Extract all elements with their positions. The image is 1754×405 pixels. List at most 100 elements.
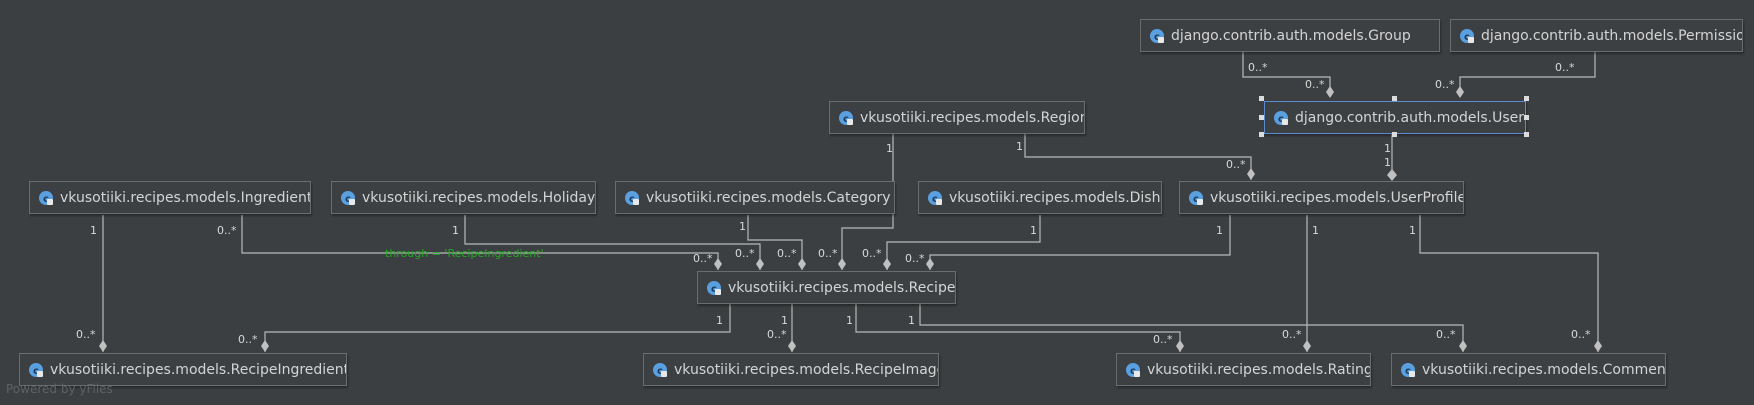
mult-label: 1: [846, 314, 853, 327]
resize-handle[interactable]: [1259, 115, 1264, 120]
python-class-icon: c: [1401, 362, 1415, 377]
diamond-recipe-ingredient: [714, 258, 722, 270]
edge-category-recipe[interactable]: [747, 215, 803, 270]
resize-handle[interactable]: [1259, 132, 1264, 137]
edge-permission-user[interactable]: [1459, 52, 1596, 92]
mult-label: 1: [781, 314, 788, 327]
mult-label: 0..*: [1436, 328, 1456, 341]
python-class-icon: c: [1126, 362, 1140, 377]
class-node-rating[interactable]: c vkusotiiki.recipes.models.Rating: [1116, 353, 1371, 386]
class-node-ingredient[interactable]: c vkusotiiki.recipes.models.Ingredient: [29, 181, 311, 214]
class-node-label: django.contrib.auth.models.Permission: [1481, 27, 1743, 44]
python-class-icon: c: [839, 110, 853, 125]
class-node-recipe[interactable]: c vkusotiiki.recipes.models.Recipe: [697, 271, 956, 304]
class-node-group[interactable]: c django.contrib.auth.models.Group: [1140, 19, 1440, 52]
edge-recipe-comment[interactable]: [919, 302, 1464, 352]
mult-label: 1: [1016, 140, 1023, 153]
mult-label: 0..*: [1571, 328, 1591, 341]
edge-recipe-rating[interactable]: [855, 302, 1181, 352]
diamond-img-recipe: [788, 340, 796, 352]
svg-text:c: c: [43, 194, 49, 205]
resize-handle[interactable]: [1524, 115, 1529, 120]
multiplicity-labels: 0..* 0..* 0..* 0..* 1 1 1 1 0..* 1 0..* …: [76, 61, 1591, 346]
edge-ingredient-recipe[interactable]: [241, 215, 719, 270]
resize-handle[interactable]: [1392, 132, 1397, 137]
through-label: through = 'RecipeIngredient': [385, 247, 544, 260]
edge-userprofile-comment[interactable]: [1419, 215, 1599, 352]
mult-label: 1: [90, 224, 97, 237]
mult-label: 0..*: [767, 328, 787, 341]
diamond-recipe-region: [838, 258, 846, 270]
mult-label: 0..*: [777, 247, 797, 260]
diamond-comment-recipe: [1459, 340, 1467, 352]
edge-region-userprofile[interactable]: [1024, 134, 1252, 180]
mult-label: 1: [1030, 224, 1037, 237]
class-node-label: vkusotiiki.recipes.models.RecipeIngredie…: [50, 361, 347, 378]
diamond-user-permission: [1456, 86, 1464, 98]
mult-label: 1: [1384, 142, 1391, 155]
svg-text:c: c: [345, 194, 351, 205]
diamond-rating-recipe: [1176, 340, 1184, 352]
class-node-label: django.contrib.auth.models.User: [1295, 109, 1525, 126]
mult-label: 0..*: [905, 252, 925, 265]
class-node-comment[interactable]: c vkusotiiki.recipes.models.Comment: [1391, 353, 1666, 386]
diamond-rating-userprofile: [1303, 340, 1311, 352]
resize-handle[interactable]: [1524, 96, 1529, 101]
python-class-icon: c: [1189, 190, 1203, 205]
mult-label: 1: [1384, 156, 1391, 169]
resize-handle[interactable]: [1259, 96, 1264, 101]
mult-label: 0..*: [1435, 78, 1455, 91]
diamond-userprofile-user: [1387, 169, 1397, 181]
svg-text:c: c: [843, 114, 849, 125]
edge-recipe-recipeingredient[interactable]: [264, 302, 731, 352]
class-node-label: vkusotiiki.recipes.models.Holiday: [362, 189, 596, 206]
class-node-label: vkusotiiki.recipes.models.Category: [646, 189, 891, 206]
edge-holiday-recipe[interactable]: [464, 215, 761, 270]
class-node-permission[interactable]: c django.contrib.auth.models.Permission: [1450, 19, 1743, 52]
mult-label: 0..*: [1282, 328, 1302, 341]
resize-handle[interactable]: [1524, 132, 1529, 137]
class-node-category[interactable]: c vkusotiiki.recipes.models.Category: [615, 181, 895, 214]
python-class-icon: c: [625, 190, 639, 205]
mult-label: 1: [1216, 224, 1223, 237]
class-node-holiday[interactable]: c vkusotiiki.recipes.models.Holiday: [331, 181, 596, 214]
diamond-ri-recipe: [261, 340, 269, 352]
mult-label: 0..*: [818, 247, 838, 260]
diamond-recipe-userprofile: [926, 258, 934, 270]
mult-label: 0..*: [1555, 61, 1575, 74]
class-node-label: vkusotiiki.recipes.models.Rating: [1147, 361, 1371, 378]
svg-text:c: c: [1130, 366, 1136, 377]
python-class-icon: c: [653, 362, 667, 377]
mult-label: 1: [1409, 224, 1416, 237]
mult-label: 1: [739, 220, 746, 233]
edge-dish-recipe[interactable]: [886, 215, 1041, 270]
svg-text:c: c: [33, 366, 39, 377]
mult-label: 1: [886, 142, 893, 155]
python-class-icon: c: [341, 190, 355, 205]
diamond-recipe-dish: [883, 258, 891, 270]
edge-group-user[interactable]: [1242, 52, 1331, 92]
class-node-dish[interactable]: c vkusotiiki.recipes.models.Dish: [918, 181, 1162, 214]
class-node-label: vkusotiiki.recipes.models.Recipe: [728, 279, 956, 296]
svg-text:c: c: [1278, 114, 1284, 125]
class-node-region[interactable]: c vkusotiiki.recipes.models.Region: [829, 101, 1085, 134]
class-node-recipeingredient[interactable]: c vkusotiiki.recipes.models.RecipeIngred…: [19, 353, 347, 386]
svg-text:c: c: [657, 366, 663, 377]
diamond-ri-ingredient: [99, 340, 107, 352]
python-class-icon: c: [1460, 28, 1474, 43]
python-class-icon: c: [29, 362, 43, 377]
class-node-label: vkusotiiki.recipes.models.Dish: [949, 189, 1161, 206]
svg-text:c: c: [1193, 194, 1199, 205]
mult-label: 0..*: [1305, 78, 1325, 91]
svg-text:c: c: [1405, 366, 1411, 377]
python-class-icon: c: [39, 190, 53, 205]
mult-label: 1: [1312, 224, 1319, 237]
resize-handle[interactable]: [1392, 96, 1397, 101]
class-node-user[interactable]: c django.contrib.auth.models.User: [1264, 101, 1526, 134]
class-node-userprofile[interactable]: c vkusotiiki.recipes.models.UserProfile: [1179, 181, 1464, 214]
class-node-label: vkusotiiki.recipes.models.Ingredient: [60, 189, 311, 206]
diamond-recipe-category: [798, 258, 806, 270]
class-node-recipeimage[interactable]: c vkusotiiki.recipes.models.RecipeImage: [643, 353, 939, 386]
diamond-user-group: [1326, 86, 1334, 98]
mult-label: 0..*: [76, 328, 96, 341]
